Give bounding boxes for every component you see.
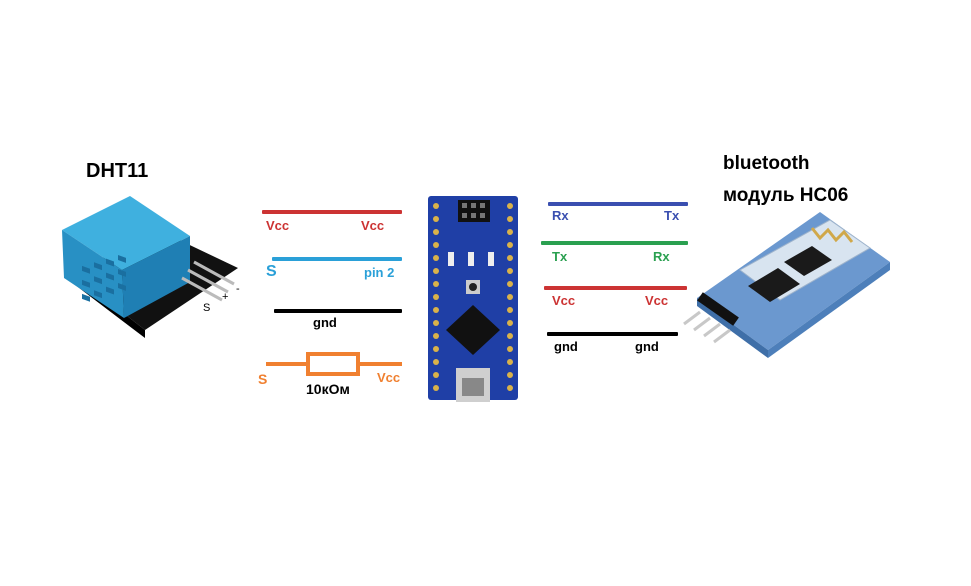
bluetooth-title-line2: модуль HC06 xyxy=(723,185,849,206)
dht11-title: DHT11 xyxy=(86,160,149,182)
dht11-pin-label-s: S xyxy=(203,302,211,314)
right-tx-wire xyxy=(541,241,688,245)
arduino-mcu-chip xyxy=(446,305,500,355)
hc06-antenna-trace xyxy=(810,227,854,243)
right-vcc-label-end: Vcc xyxy=(645,293,669,308)
arduino-left-pins xyxy=(433,203,439,391)
dht11-pin-label-minus: - xyxy=(236,283,240,295)
hc06-pins xyxy=(683,310,731,344)
left-vcc-label-start: Vcc xyxy=(266,218,290,233)
left-signal-label-start: S xyxy=(266,263,277,280)
dht11-housing-front xyxy=(62,230,124,318)
left-signal-wire xyxy=(272,257,402,261)
left-vcc-label-end: Vcc xyxy=(361,218,385,233)
right-gnd-wire xyxy=(547,332,678,336)
dht11-pin-label-plus: + xyxy=(222,291,229,303)
arduino-right-pins xyxy=(507,203,513,391)
left-gnd-label: gnd xyxy=(313,315,337,330)
right-vcc-label-start: Vcc xyxy=(552,293,576,308)
resistor-label-start: S xyxy=(258,371,268,387)
right-tx-label-end: Rx xyxy=(653,249,670,264)
dht11-pins xyxy=(181,260,235,302)
left-vcc-wire xyxy=(262,210,402,214)
right-rx-label-end: Tx xyxy=(664,208,680,223)
left-gnd-wire xyxy=(274,309,402,313)
right-tx-label-start: Tx xyxy=(552,249,568,264)
dht11-housing-top xyxy=(62,196,190,270)
hc06-chip-main xyxy=(748,268,800,302)
dht11-grill xyxy=(82,254,126,302)
right-gnd-label-start: gnd xyxy=(554,339,578,354)
resistor-label-end: Vcc xyxy=(377,370,401,385)
hc06-pin-header xyxy=(697,292,739,326)
right-rx-label-start: Rx xyxy=(552,208,569,223)
right-vcc-wire xyxy=(544,286,687,290)
right-gnd-label-end: gnd xyxy=(635,339,659,354)
dht11-housing-side xyxy=(122,236,190,318)
arduino-leds xyxy=(448,252,494,266)
arduino-board xyxy=(428,196,518,400)
left-signal-label-end: pin 2 xyxy=(364,265,395,280)
resistor-value-label: 10кОм xyxy=(306,381,350,397)
hc06-chip-flash xyxy=(784,246,832,276)
right-rx-wire xyxy=(548,202,688,206)
bluetooth-title-line1: bluetooth xyxy=(723,153,810,174)
